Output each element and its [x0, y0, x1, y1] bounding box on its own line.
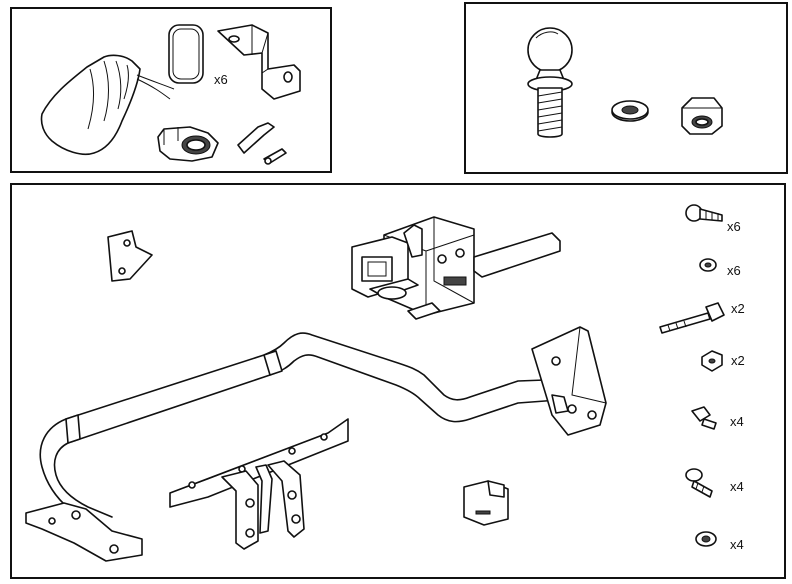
washer-quantity: x6 — [727, 263, 741, 278]
hex-nut-icon — [681, 97, 723, 135]
long-bolt-icon — [659, 302, 725, 334]
rivet-nut-icon — [695, 531, 717, 547]
flange-bolt-icon — [685, 204, 723, 222]
nut-small-icon — [701, 350, 723, 372]
nut-quantity: x2 — [731, 353, 745, 368]
side-plate-icon — [107, 230, 153, 282]
towball-panel — [464, 2, 788, 174]
screw-icon — [685, 468, 713, 498]
rivet-nut-quantity: x4 — [730, 537, 744, 552]
accessories-panel: x6 — [10, 7, 332, 173]
long-bolt-quantity: x2 — [731, 301, 745, 316]
washer-icon — [611, 100, 649, 122]
hitch-assembly-panel: x6 x6 x2 x2 x4 x4 x4 — [10, 183, 786, 579]
locking-pin-icon — [237, 122, 287, 165]
grommet-icon — [157, 126, 219, 162]
center-bracket-icon — [169, 418, 349, 550]
mounting-bracket-icon — [217, 24, 301, 100]
small-bolt-quantity: x4 — [730, 414, 744, 429]
screw-quantity: x4 — [730, 479, 744, 494]
tow-ball-icon — [527, 27, 573, 138]
receiver-cap-icon — [463, 480, 509, 526]
washer-small-icon — [699, 258, 717, 272]
receiver-hitch-icon — [351, 216, 561, 320]
small-bolt-icon — [691, 406, 717, 430]
rubber-pad-icon — [168, 24, 204, 84]
bracket-quantity: x6 — [214, 72, 228, 87]
cloth-bag-icon — [40, 54, 175, 156]
flange-bolt-quantity: x6 — [727, 219, 741, 234]
crossbar-tube-icon — [25, 326, 607, 562]
